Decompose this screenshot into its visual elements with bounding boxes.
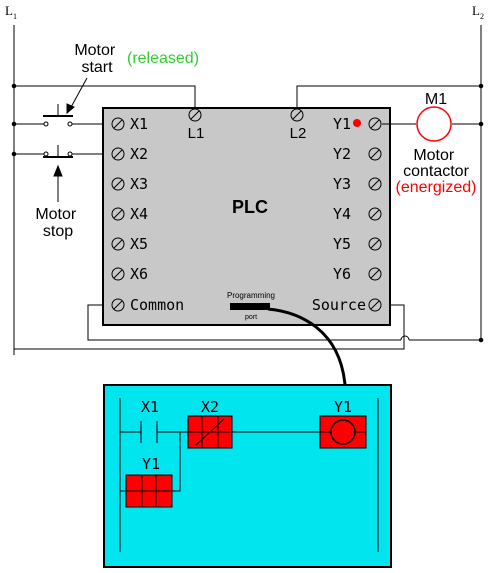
output-label-y3: Y3 — [333, 175, 351, 193]
ladder-coil-y1 — [319, 415, 367, 449]
plc-power-wires — [11, 83, 484, 108]
motor-stop-label: Motor stop — [35, 206, 80, 240]
input-terminal-x2[interactable] — [111, 147, 125, 161]
programming-port-label-2: port — [245, 314, 257, 321]
input-labels: X1 X2 X3 X4 X5 X6 Common — [130, 115, 184, 314]
plc-body — [102, 107, 391, 326]
output-terminal-y6[interactable] — [368, 267, 382, 281]
input-terminal-common[interactable] — [111, 298, 125, 312]
output-terminal-source[interactable] — [368, 298, 382, 312]
motor-state: (energized) — [396, 179, 477, 196]
programming-cable — [267, 307, 347, 386]
input-terminal-x3[interactable] — [111, 177, 125, 191]
input-terminal-x4[interactable] — [111, 207, 125, 221]
input-label-x1: X1 — [130, 115, 148, 133]
ladder-contact-x1 — [138, 421, 160, 443]
ladder-contact-x1-label: X1 — [141, 398, 159, 416]
output-label-y6: Y6 — [333, 265, 351, 283]
output-terminal-y4[interactable] — [368, 207, 382, 221]
motor-stop-pushbutton — [43, 145, 73, 158]
output-terminal-y3[interactable] — [368, 177, 382, 191]
plc-l1-terminal[interactable] — [188, 108, 202, 122]
ladder-coil-y1-label: Y1 — [334, 398, 352, 416]
ladder-contact-x2 — [187, 415, 233, 449]
ladder-contact-y1-label: Y1 — [142, 455, 160, 473]
input-terminal-x6[interactable] — [111, 267, 125, 281]
motor-start-label: Motor start — [74, 42, 119, 76]
y1-indicator-led — [353, 119, 361, 127]
input-label-x4: X4 — [130, 205, 148, 223]
motor-contactor-coil — [416, 106, 452, 142]
output-terminal-y2[interactable] — [368, 147, 382, 161]
output-terminal-y1[interactable] — [368, 117, 382, 131]
common-source-loop — [13, 304, 484, 355]
motor-start-state: (released) — [127, 50, 199, 67]
input-terminals — [111, 117, 125, 312]
motor-tag: M1 — [425, 91, 447, 108]
power-rails — [13, 25, 482, 355]
input-label-x2: X2 — [130, 145, 148, 163]
common-label: Common — [130, 296, 184, 314]
motor-start-pushbutton — [43, 104, 73, 127]
programming-port-label: Programming — [227, 291, 275, 300]
input-terminal-x1[interactable] — [111, 117, 125, 131]
output-label-y5: Y5 — [333, 235, 351, 253]
output-label-y2: Y2 — [333, 145, 351, 163]
input-label-x3: X3 — [130, 175, 148, 193]
source-label: Source — [312, 296, 366, 314]
input-wiring — [11, 121, 111, 157]
output-labels: Y1 Y2 Y3 Y4 Y5 Y6 Source — [312, 115, 366, 314]
ladder-contact-x2-label: X2 — [201, 398, 219, 416]
output-label-y4: Y4 — [333, 205, 351, 223]
input-terminal-x5[interactable] — [111, 237, 125, 251]
programming-port[interactable] — [230, 303, 270, 310]
output-terminals — [368, 117, 382, 312]
output-label-y1: Y1 — [333, 115, 351, 133]
plc-title: PLC — [232, 197, 268, 217]
motor-wiring — [382, 121, 484, 127]
input-label-x5: X5 — [130, 235, 148, 253]
ladder-rung-wires — [119, 431, 320, 492]
motor-contactor-label: Motor contactor — [403, 147, 469, 180]
annotation-arrows — [53, 77, 88, 202]
input-label-x6: X6 — [130, 265, 148, 283]
plc-l2-terminal[interactable] — [290, 108, 304, 122]
plc-l2-label: L2 — [290, 125, 307, 142]
l2-label: L2 — [472, 3, 484, 21]
plc-l1-label: L1 — [188, 125, 205, 142]
ladder-contact-y1 — [125, 474, 173, 508]
l1-label: L1 — [5, 3, 17, 21]
output-terminal-y5[interactable] — [368, 237, 382, 251]
